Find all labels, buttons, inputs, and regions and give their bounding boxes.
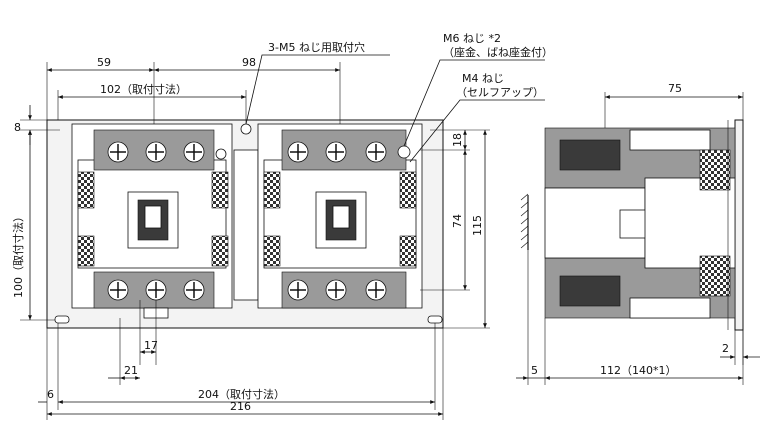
m5-leader: [245, 54, 390, 125]
front-dimensions: [20, 54, 545, 420]
callout-m5-holes: 3-M5 ねじ用取付穴: [268, 40, 365, 54]
dim-112: 112（140*1）: [600, 364, 677, 377]
dim-21: 21: [124, 364, 138, 377]
dim-59: 59: [97, 56, 111, 69]
dim-18: 18: [451, 133, 464, 147]
contactor-left: [71, 123, 233, 319]
dim-6: 6: [47, 388, 54, 401]
dim-17: 17: [144, 339, 158, 352]
dim-2: 2: [722, 342, 729, 355]
dim-216: 216: [230, 400, 251, 413]
dim-115: 115: [471, 215, 484, 236]
dim-8: 8: [14, 121, 21, 134]
dim-74: 74: [451, 214, 464, 228]
callout-m6-line2: （座金、ばね座金付）: [443, 45, 553, 59]
callout-m4-line1: M4 ねじ: [462, 72, 504, 85]
m6-leader: [403, 59, 545, 147]
dim-5: 5: [531, 364, 538, 377]
dim-100: 100（取付寸法）: [11, 211, 25, 298]
dim-204: 204（取付寸法）: [198, 387, 285, 401]
callout-m4-line2: （セルフアップ）: [456, 86, 544, 99]
mechanical-interlock: [233, 149, 259, 301]
dim-102: 102（取付寸法）: [100, 82, 187, 96]
dim-75: 75: [668, 82, 682, 95]
side-view: 75 2 5 112（140*1）: [516, 82, 760, 385]
m4-leader: [409, 99, 545, 163]
front-view: 59 98 102（取付寸法） 8 100（取付寸法） 18 74 115 17…: [11, 32, 553, 420]
callout-m6-line1: M6 ねじ *2: [443, 32, 501, 45]
dim-98: 98: [242, 56, 256, 69]
side-base-plate: [734, 119, 744, 331]
contactor-right: [257, 123, 423, 309]
